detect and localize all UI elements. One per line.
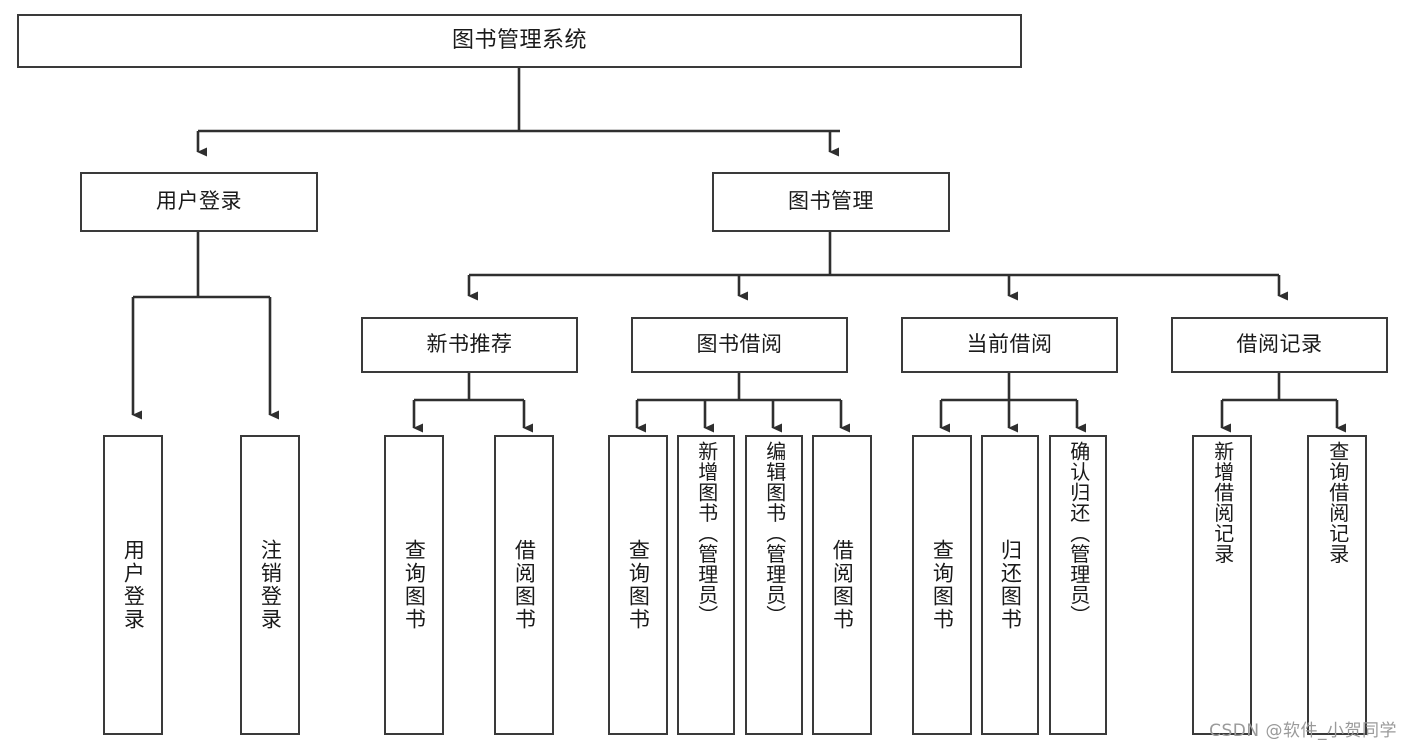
node-leaf-query-borrow-record[interactable]: 查询借阅记录	[1307, 435, 1367, 735]
node-leaf-logout[interactable]: 注销登录	[240, 435, 300, 735]
node-new-book-recommend[interactable]: 新书推荐	[361, 317, 578, 373]
node-leaf-user-login-label: 用户登录	[121, 539, 146, 631]
node-leaf-add-borrow-record[interactable]: 新增借阅记录	[1192, 435, 1252, 735]
csdn-watermark: CSDN @软件_小贺同学	[1209, 721, 1397, 741]
node-leaf-borrow-book-recommend[interactable]: 借阅图书	[494, 435, 554, 735]
node-leaf-return-book[interactable]: 归还图书	[981, 435, 1039, 735]
node-leaf-query-borrow-record-label: 查询借阅记录	[1325, 441, 1350, 564]
node-book-management-label: 图书管理	[788, 189, 874, 214]
node-leaf-borrow-book-label: 借阅图书	[830, 539, 855, 631]
node-leaf-query-book-recommend[interactable]: 查询图书	[384, 435, 444, 735]
node-leaf-edit-book-admin[interactable]: 编辑图书（管理员）	[745, 435, 803, 735]
node-new-book-recommend-label: 新书推荐	[426, 332, 513, 357]
node-leaf-edit-book-admin-label: 编辑图书（管理员）	[762, 441, 787, 626]
node-leaf-add-book-admin[interactable]: 新增图书（管理员）	[677, 435, 735, 735]
node-leaf-confirm-return-admin[interactable]: 确认归还（管理员）	[1049, 435, 1107, 735]
node-leaf-query-book-borrow[interactable]: 查询图书	[608, 435, 668, 735]
node-user-login[interactable]: 用户登录	[80, 172, 318, 232]
node-user-login-label: 用户登录	[156, 189, 242, 214]
node-current-borrow[interactable]: 当前借阅	[901, 317, 1118, 373]
node-leaf-add-borrow-record-label: 新增借阅记录	[1210, 441, 1235, 564]
node-leaf-query-book-current-label: 查询图书	[930, 539, 955, 631]
node-leaf-confirm-return-admin-label: 确认归还（管理员）	[1066, 441, 1091, 626]
node-book-borrow[interactable]: 图书借阅	[631, 317, 848, 373]
node-leaf-query-book-current[interactable]: 查询图书	[912, 435, 972, 735]
node-leaf-add-book-admin-label: 新增图书（管理员）	[694, 441, 719, 626]
node-root-system[interactable]: 图书管理系统	[17, 14, 1022, 68]
node-book-borrow-label: 图书借阅	[696, 332, 783, 357]
node-borrow-record-label: 借阅记录	[1236, 332, 1323, 357]
node-book-management[interactable]: 图书管理	[712, 172, 950, 232]
node-leaf-return-book-label: 归还图书	[998, 539, 1023, 631]
node-borrow-record[interactable]: 借阅记录	[1171, 317, 1388, 373]
node-leaf-query-book-recommend-label: 查询图书	[402, 539, 427, 631]
node-leaf-borrow-book-recommend-label: 借阅图书	[512, 539, 537, 631]
node-leaf-borrow-book[interactable]: 借阅图书	[812, 435, 872, 735]
node-leaf-query-book-borrow-label: 查询图书	[626, 539, 651, 631]
node-leaf-logout-label: 注销登录	[258, 539, 283, 631]
node-current-borrow-label: 当前借阅	[966, 332, 1053, 357]
node-leaf-user-login[interactable]: 用户登录	[103, 435, 163, 735]
node-root-system-label: 图书管理系统	[451, 27, 587, 53]
